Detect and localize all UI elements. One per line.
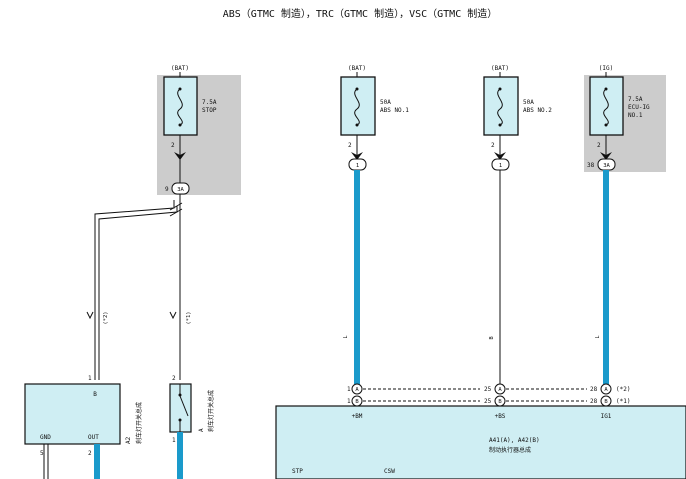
pin-label: +BS [495, 413, 506, 420]
wire-mark-3: L [595, 335, 601, 339]
junction-conn: 3A [603, 163, 610, 169]
pin-out-num: 2 [88, 450, 92, 457]
pin-row2-conn: B [498, 399, 502, 405]
fuse-name: ABS NO.2 [523, 107, 552, 114]
pin-gnd-num: 5 [40, 450, 44, 457]
pin-row2-num: 28 [590, 398, 598, 405]
pin-row2-conn: B [355, 399, 359, 405]
fuse-source: (IG) [599, 65, 613, 72]
junction-conn: 3A [177, 187, 184, 193]
pin-stp: STP [292, 468, 303, 475]
fuse-source: (BAT) [348, 65, 366, 72]
stop-switch-middle: 2 1 A 刹车灯开关总成 [169, 375, 215, 479]
assy-name: 刹车灯开关总成 [135, 402, 143, 444]
pin-out: OUT [88, 434, 99, 441]
pin-gnd: GND [40, 434, 51, 441]
pin-row1-conn: A [604, 387, 608, 393]
arrow-icon [174, 152, 186, 160]
fuse-source: (BAT) [491, 65, 509, 72]
fuse-stop: (BAT) 7.5A STOP 2 9 3A [163, 65, 217, 195]
wire-mark-2: B [489, 336, 495, 340]
pin-bottom: 1 [172, 437, 176, 444]
pin-row2-conn: B [604, 399, 608, 405]
wire-mark-1: L [343, 335, 349, 339]
switch-name: 刹车灯开关总成 [207, 390, 215, 432]
pin-row2-num: 25 [484, 398, 492, 405]
fuse-pin: 2 [348, 142, 352, 149]
fuse-pin: 2 [491, 142, 495, 149]
junction-num: 9 [165, 186, 169, 193]
pin-b: B [93, 391, 97, 398]
pin-row1-num: 25 [484, 386, 492, 393]
fuse-rating: 7.5A [202, 99, 217, 106]
pin-csw: CSW [384, 468, 395, 475]
pin-label: +BM [352, 413, 363, 420]
fuse-name: ECU-IG [628, 104, 650, 111]
assy-code: A2 [125, 436, 132, 444]
fuse-source: (BAT) [171, 65, 189, 72]
fuse-name: ABS NO.1 [380, 107, 409, 114]
fuse-rating: 50A [380, 99, 391, 106]
pin-b-num: 1 [88, 375, 92, 382]
actuator-code: A41(A), A42(B) [489, 437, 540, 444]
fuse-pin: 2 [597, 142, 601, 149]
variant-row2: (*1) [616, 398, 630, 405]
branch-label-mid: (*1) [186, 311, 192, 324]
junction-num: 38 [587, 162, 595, 169]
pin-row1-num: 1 [347, 386, 351, 393]
fuse-name-2: NO.1 [628, 112, 643, 119]
fuse-abs-no2: (BAT) 50A ABS NO.2 2 1 [483, 65, 552, 171]
pin-label: IG1 [601, 413, 612, 420]
junction-conn: 1 [499, 163, 502, 169]
pin-row1-conn: A [355, 387, 359, 393]
fuse-pin: 2 [171, 142, 175, 149]
branch-label-left: (*2) [103, 311, 109, 324]
fuse-rating: 50A [523, 99, 534, 106]
fuse-ecu-ig: (IG) 7.5A ECU-IG NO.1 2 38 3A [587, 65, 650, 171]
fuse-rating: 7.5A [628, 96, 643, 103]
fuse-abs-no1: (BAT) 50A ABS NO.1 2 1 [340, 65, 409, 171]
pin-row1-conn: A [498, 387, 502, 393]
variant-row1: (*2) [616, 386, 630, 393]
brake-actuator-assembly: 1 A 25 A 28 A (*2) 1 B 25 B 28 B (*1) +B… [275, 383, 686, 479]
fuse-name: STOP [202, 107, 217, 114]
actuator-name: 制动执行器总成 [489, 446, 531, 454]
pin-row1-num: 28 [590, 386, 598, 393]
switch-code: A [198, 428, 205, 432]
diagram-title: ABS（GTMC 制造），TRC（GTMC 制造），VSC（GTMC 制造） [223, 7, 498, 20]
pin-row2-num: 1 [347, 398, 351, 405]
stop-switch-assembly-left: 1 B GND OUT 5 2 A2 刹车灯开关总成 [24, 375, 143, 479]
junction-conn: 1 [356, 163, 359, 169]
pin-top: 2 [172, 375, 176, 382]
